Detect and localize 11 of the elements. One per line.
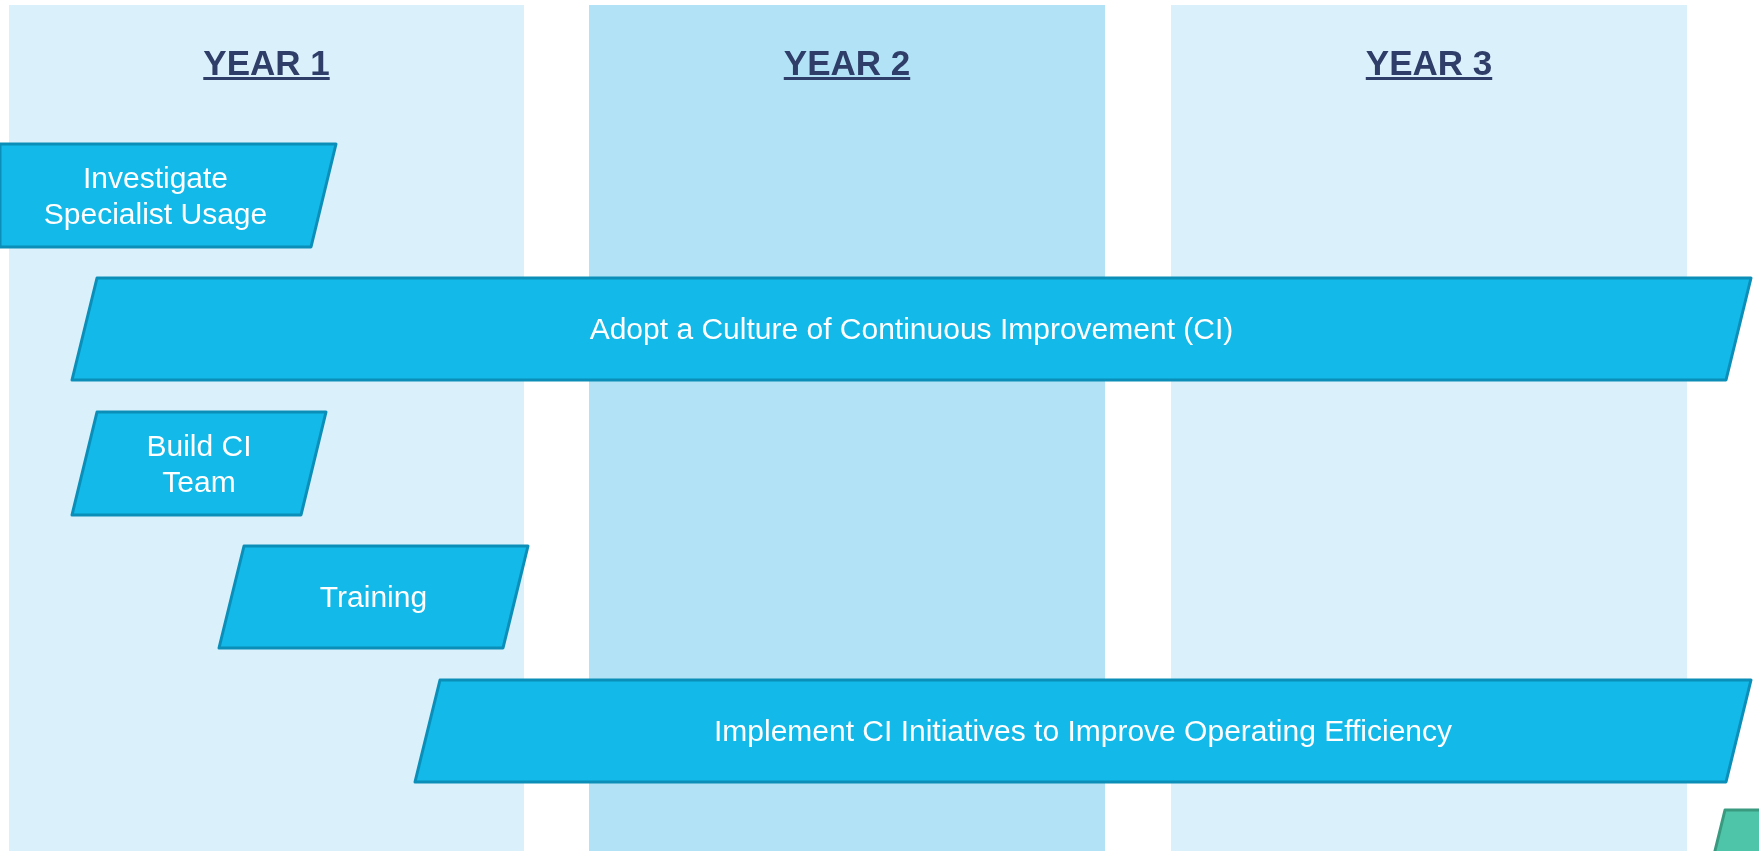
bar-label: Adopt a Culture of Continuous Improvement (CI) <box>589 311 1234 347</box>
task-bar <box>72 278 1751 380</box>
bar-label: Implement CI Initiatives to Improve Operating Efficiency <box>713 713 1453 749</box>
column-heading: YEAR 2 <box>783 43 911 83</box>
task-bar <box>415 680 1751 782</box>
task-bar <box>72 412 326 515</box>
column-heading: YEAR 3 <box>1365 43 1493 83</box>
bar-label: Build CI Team <box>145 427 253 500</box>
column-heading: YEAR 1 <box>203 43 330 83</box>
bar-label: Training <box>319 579 428 615</box>
bar-label: Investigate Specialist Usage <box>42 159 269 232</box>
